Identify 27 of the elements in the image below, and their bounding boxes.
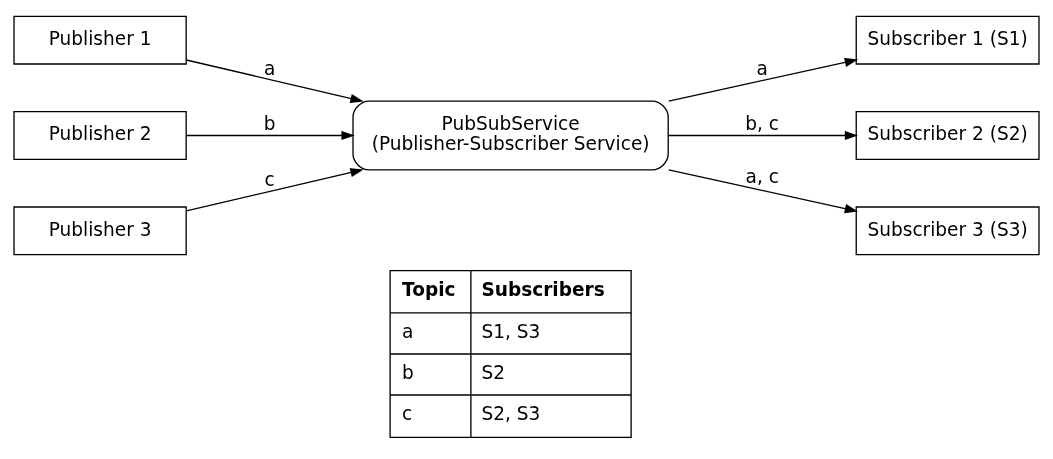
label: S2, S3 [481,403,541,425]
node-box: Subscriber 3 (S3) [855,206,1040,256]
arrow [185,130,355,141]
node-box: Publisher 2 [13,111,187,160]
label: a [402,321,414,343]
arrow [668,57,858,102]
arrow [185,168,364,212]
label: S1, S3 [481,321,541,343]
arrow [668,130,859,141]
edge-label: a [263,57,276,79]
label: S2 [481,362,506,384]
label: b [402,362,414,384]
node-box: Publisher 3 [13,206,187,256]
edge-label: a, c [745,166,779,188]
label: Subscribers [481,278,605,300]
node-box: Subscriber 2 (S2) [855,111,1040,160]
edge-label: a [756,57,768,79]
node-box: Subscriber 1 (S1) [855,15,1040,65]
edge-label: c [264,169,275,191]
label: Topic [402,278,456,300]
node-box: PubSubService (Publisher-Subscriber Service) [352,100,669,171]
label: c [402,403,413,425]
arrow [668,169,858,214]
edge-label: b, c [745,113,780,135]
node-box: Publisher 1 [13,15,187,65]
arrow [185,59,364,103]
edge-label: b [263,113,276,135]
